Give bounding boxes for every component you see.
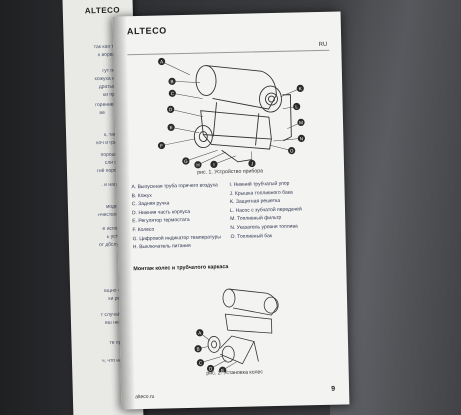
- fig1-marker-j: [248, 159, 256, 168]
- fig1-label-m: M: [299, 120, 303, 125]
- fig2-marker-a: [196, 329, 204, 337]
- fig1-label-c: C: [171, 91, 175, 96]
- fig2-marker-d: [206, 364, 215, 373]
- language-code: RU: [318, 41, 328, 48]
- fig2-label-e: E: [221, 368, 224, 373]
- fig1-label-d: D: [169, 107, 173, 112]
- legend-item-o: O. Топливный бак: [230, 232, 273, 240]
- fig1-marker-e: [167, 123, 175, 131]
- fig2-label-c: C: [199, 360, 203, 365]
- fig1-label-j: J: [251, 161, 253, 166]
- fig1-label-k: K: [299, 86, 303, 91]
- fig2-label-b: B: [197, 347, 200, 352]
- fig1-leader-d: [170, 109, 203, 117]
- fig2-label-d: D: [209, 366, 213, 371]
- manual-page: ALTECO RU: [112, 11, 350, 410]
- legend-item-h: H. Выключатель питания: [132, 243, 191, 251]
- fig1-leader-b: [172, 81, 201, 83]
- fig1-label-o: O: [290, 148, 294, 153]
- section-heading: Монтаж колес и трубчатого каркаса: [133, 264, 229, 273]
- fig2-marker-b: [194, 345, 202, 353]
- fig1-marker-l: [293, 102, 301, 111]
- footer-website: alteco.ru: [135, 393, 155, 401]
- figure2-caption: рис. 2. Установка колес: [206, 369, 264, 377]
- wheel-installation-illustration: A B C D E: [194, 288, 279, 373]
- fig1-leader-n: [273, 138, 302, 142]
- heater-device-illustration: A B C D E F G H I J K L M N O: [157, 57, 305, 169]
- fig1-marker-g: [182, 157, 190, 165]
- fig1-label-e: E: [170, 125, 173, 130]
- legend-left-column: A. Выпускная труба горячего воздуха B. К…: [131, 182, 221, 253]
- left-page-text-snippet: кожуха и: [94, 75, 115, 83]
- brand-logo: ALTECO: [126, 25, 167, 37]
- fig1-label-f: F: [160, 143, 163, 148]
- legend-right-column: I. Нижний трубчатый упор J. Крышка топли…: [229, 180, 302, 242]
- fig1-leader-c: [172, 93, 203, 99]
- left-page-logo: ALTECO: [84, 5, 121, 16]
- fig1-label-l: L: [295, 104, 298, 109]
- left-page-text-snippet: ве: [99, 109, 105, 117]
- fig2-leader-c: [200, 355, 223, 363]
- fig1-marker-b: [168, 77, 176, 85]
- fig1-marker-a: [158, 57, 166, 66]
- fig1-leader-o: [269, 144, 292, 151]
- left-page-text-snippet: коч и гри: [96, 139, 117, 147]
- fig1-leader-g: [185, 150, 218, 162]
- fig1-leader-a: [161, 61, 191, 76]
- fig1-marker-i: [210, 160, 218, 168]
- plastic-wrap-background: [330, 0, 461, 415]
- page-number: 9: [331, 385, 336, 393]
- fig1-label-g: G: [184, 159, 188, 164]
- fig2-label-a: A: [198, 330, 202, 335]
- fig1-marker-f: [157, 141, 166, 150]
- fig1-label-h: H: [196, 163, 199, 168]
- fig1-leader-e: [171, 127, 200, 133]
- fig2-marker-e: [219, 366, 227, 373]
- fig1-leader-h: [197, 151, 226, 165]
- fig1-marker-d: [167, 105, 175, 113]
- fig1-label-a: A: [160, 59, 164, 64]
- fig1-label-n: N: [300, 136, 303, 141]
- fig1-leader-i: [213, 155, 236, 165]
- fig1-label-i: I: [213, 162, 214, 167]
- left-page-text-snippet: т случай: [100, 311, 121, 319]
- fig1-marker-h: [194, 161, 202, 169]
- fig1-leader-f: [161, 138, 196, 146]
- fig1-label-b: B: [170, 79, 173, 84]
- left-page-text-snippet: ч, что на: [101, 357, 122, 365]
- fig2-marker-c: [196, 359, 205, 367]
- fig1-marker-k: [296, 84, 304, 92]
- figure1-caption: рис. 1. Устройство прибора: [197, 168, 264, 176]
- fig1-marker-n: [297, 134, 305, 142]
- fig1-marker-m: [297, 118, 305, 126]
- fig1-marker-o: [288, 147, 296, 155]
- fig1-marker-c: [168, 89, 176, 97]
